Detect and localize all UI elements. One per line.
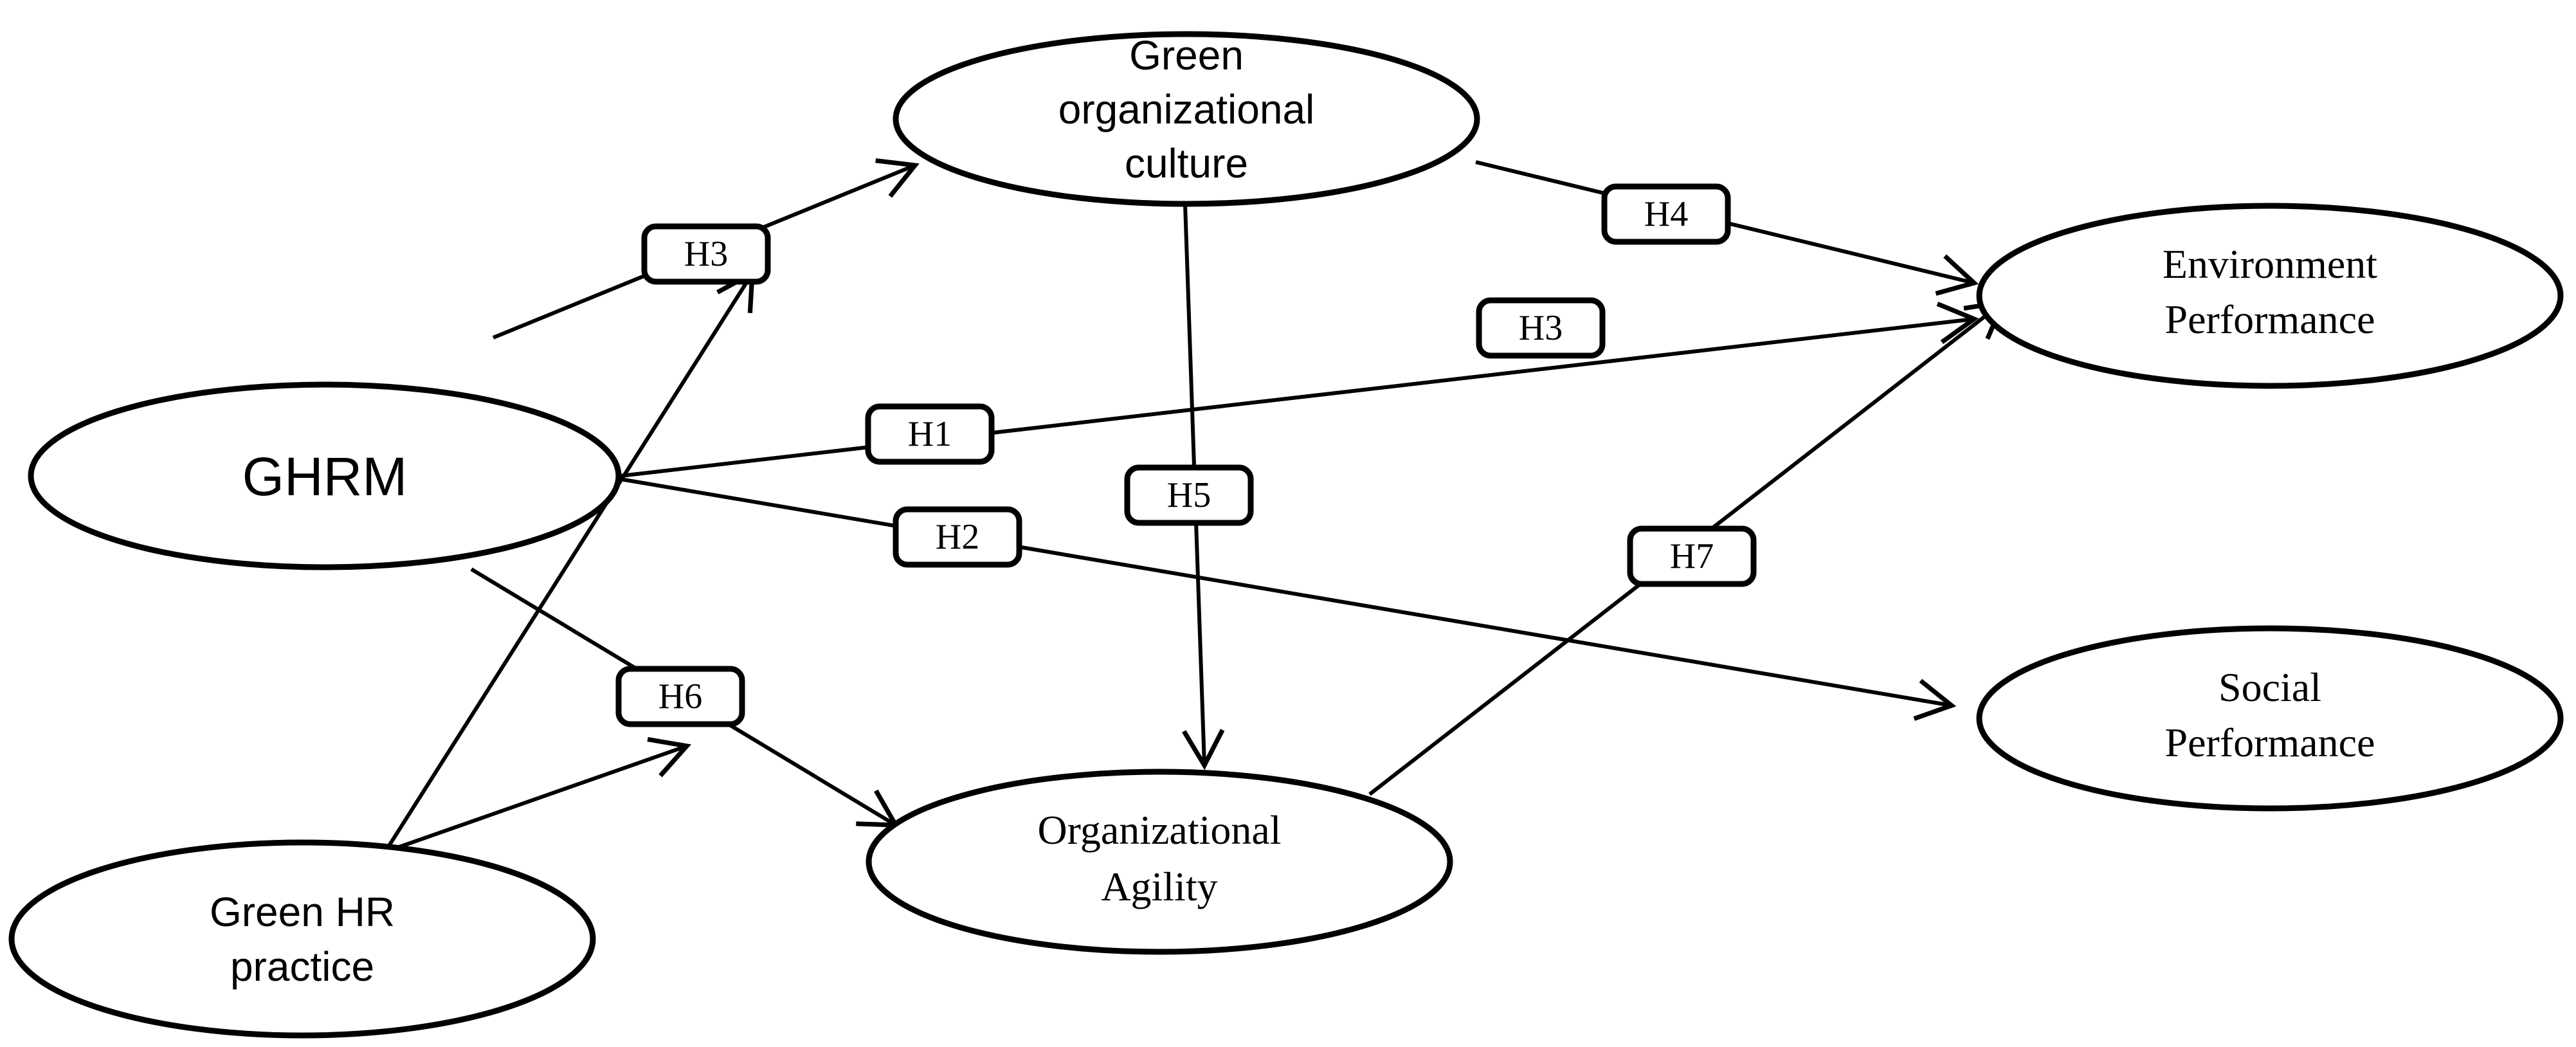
node-social-performance-line-1: Social bbox=[2218, 664, 2321, 710]
node-green-hr-practice-line-1: Green HR bbox=[210, 889, 395, 935]
node-social-performance: Social Performance bbox=[1976, 625, 2564, 812]
node-ghrm-label: GHRM bbox=[242, 446, 408, 507]
svg-text:H7: H7 bbox=[1670, 536, 1714, 576]
svg-text:H3: H3 bbox=[1519, 308, 1563, 348]
node-green-hr-practice: Green HR practice bbox=[8, 839, 596, 1039]
hypothesis-h5: H5 bbox=[1124, 464, 1254, 526]
edge-ghrm-to-environment-performance bbox=[620, 302, 1979, 478]
node-green-culture-line-3: culture bbox=[1125, 140, 1248, 187]
node-organizational-agility: Organizational Agility bbox=[866, 769, 1453, 955]
hypothesis-h2: H2 bbox=[893, 506, 1022, 568]
svg-text:H2: H2 bbox=[936, 517, 979, 557]
node-ghrm: GHRM bbox=[28, 381, 622, 570]
node-organizational-agility-line-1: Organizational bbox=[1037, 807, 1281, 853]
edge-green-hr-practice-to-organizational-agility bbox=[393, 737, 691, 851]
node-environment-performance: Environment Performance bbox=[1976, 203, 2564, 389]
hypothesis-h3-culture: H3 bbox=[641, 223, 771, 285]
node-organizational-agility-line-2: Agility bbox=[1101, 864, 1217, 909]
hypothesis-h6: H6 bbox=[615, 666, 745, 727]
hypothesis-h4: H4 bbox=[1601, 183, 1731, 245]
svg-text:H3: H3 bbox=[684, 234, 728, 274]
hypothesis-h1: H1 bbox=[865, 403, 995, 465]
node-social-performance-line-2: Performance bbox=[2165, 720, 2375, 765]
node-green-hr-practice-line-2: practice bbox=[230, 943, 374, 990]
edge-green-hr-practice-to-green-culture bbox=[387, 269, 755, 847]
node-environment-performance-line-1: Environment bbox=[2163, 241, 2377, 287]
svg-text:H5: H5 bbox=[1167, 475, 1211, 515]
svg-text:H4: H4 bbox=[1644, 194, 1688, 234]
hypothesis-h3-environment: H3 bbox=[1476, 297, 1606, 359]
node-environment-performance-line-2: Performance bbox=[2165, 296, 2375, 342]
svg-text:H1: H1 bbox=[908, 414, 952, 454]
edge-ghrm-to-social-performance bbox=[620, 477, 1957, 721]
hypothesis-h7: H7 bbox=[1627, 525, 1757, 587]
svg-text:H6: H6 bbox=[658, 677, 702, 716]
node-green-culture-line-2: organizational bbox=[1058, 86, 1315, 132]
node-green-culture-line-1: Green bbox=[1129, 32, 1244, 78]
node-green-organizational-culture: Green organizational culture bbox=[893, 31, 1480, 207]
